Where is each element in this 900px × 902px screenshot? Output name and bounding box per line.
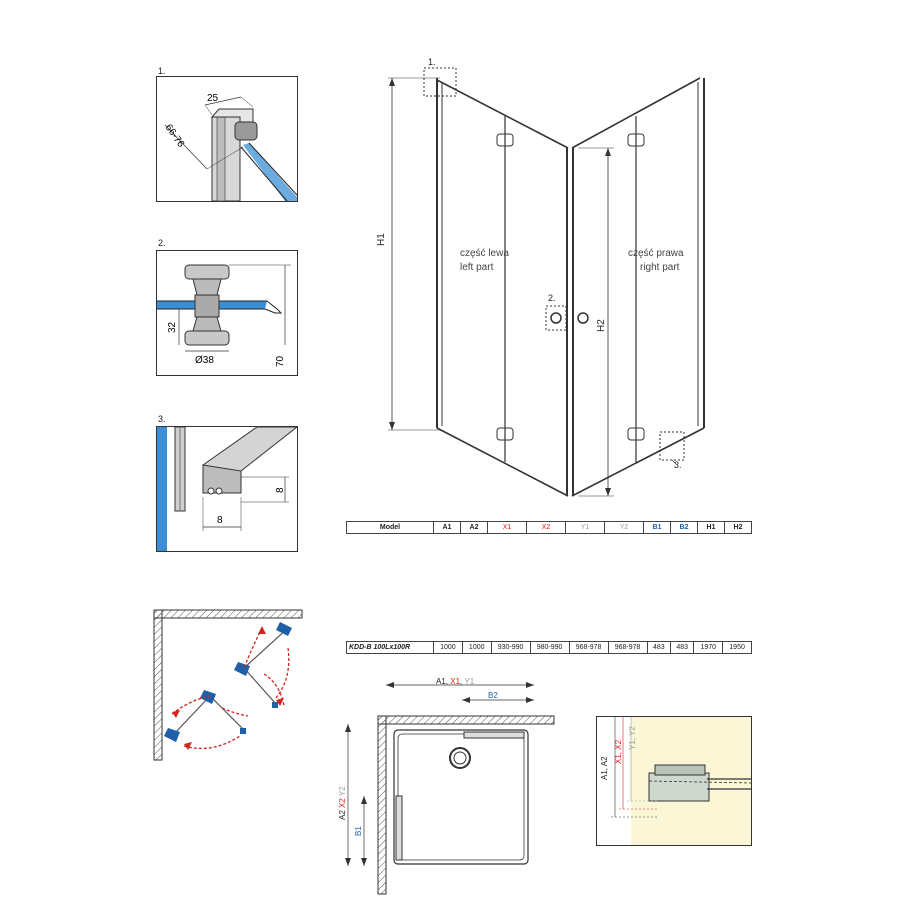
table-cell: 968-978 [607,641,648,654]
section-label-y: Y1, Y2 [628,726,637,750]
section-detail-panel [596,716,752,846]
table-cell: 483 [646,641,671,654]
plan-dim-b1: B1 [354,826,363,836]
table-cell: 1000 [433,641,463,654]
header-cell: Model [346,521,434,534]
section-label-x: X1, X2 [614,739,623,764]
spec-table-header: Model A1 A2 X1 X2 Y1 Y2 B1 B2 H1 H2 [346,521,752,534]
detail-3-dim-height: 8 [275,487,286,493]
right-part-label-pl: część prawa [628,248,684,259]
header-cell: X2 [526,521,566,534]
plan-dim-a2: A2 [338,810,347,820]
plan-dim-x2: X2 [338,798,347,808]
right-part-label-en: right part [640,262,680,273]
callout-3-label: 3. [674,460,682,470]
detail-2-panel: 32 Ø38 70 [156,250,298,376]
table-row: KDD-B 100Lx100R 1000 1000 930-990 980-99… [346,641,752,654]
table-cell: 980-990 [529,641,570,654]
detail-1-label: 1. [158,66,166,76]
callout-2-label: 2. [548,293,556,303]
detail-2-drawing: 32 Ø38 70 [157,264,291,367]
h1-label: H1 [376,233,387,246]
detail-3-label: 3. [158,414,166,424]
plan-dim-y2: Y2 [338,786,347,797]
detail-3-drawing: 8 8 [157,426,299,551]
detail-2-label: 2. [158,238,166,248]
spec-table-row: KDD-B 100Lx100R 1000 1000 930-990 980-99… [346,641,752,654]
left-part-label-en: left part [460,262,494,273]
plan-dim-y1: Y1 [464,677,475,686]
plan-dim-x1: X1 [450,677,461,686]
table-cell: 1950 [722,641,752,654]
header-cell: Y2 [604,521,644,534]
header-cell: H2 [724,521,752,534]
detail-2-dim-total: 70 [275,355,286,367]
detail-1-dim-top: 25 [207,93,219,104]
section-label-a: A1, A2 [600,756,609,780]
header-cell: B2 [670,521,698,534]
detail-1-dim-side: 66-76 [163,122,187,150]
section-detail-drawing [611,717,751,845]
plan-view [345,682,555,895]
table-cell: 968-978 [568,641,609,654]
table-cell: 1000 [461,641,492,654]
table-cell: 483 [669,641,695,654]
plan-dim-a1: A1 [436,677,446,686]
detail-2-dim-height: 32 [167,321,178,333]
header-cell: X1 [487,521,527,534]
plan-side-dim-label: A2 X2 Y2 [338,786,347,820]
header-cell: Y1 [565,521,605,534]
callout-1-label: 1. [428,57,436,67]
detail-3-panel: 8 8 [156,426,299,552]
model-cell: KDD-B 100Lx100R [346,641,434,654]
header-cell: B1 [643,521,671,534]
header-cell: H1 [697,521,725,534]
detail-3-dim-width: 8 [217,515,223,526]
header-cell: A1 [433,521,461,534]
left-part-label-pl: część lewa [460,248,509,259]
detail-1-panel: 25 66-76 [156,76,298,202]
plan-top-dim-label: A1, X1, Y1 [436,677,475,686]
plan-dim-b2: B2 [488,691,498,700]
table-cell: 1970 [693,641,724,654]
header-cell: A2 [460,521,488,534]
h2-label: H2 [596,319,607,332]
table-cell: 930-990 [490,641,531,654]
door-swing-diagram [153,609,303,761]
detail-2-dim-diameter: Ø38 [195,355,214,366]
detail-1-drawing: 25 66-76 [163,93,298,202]
